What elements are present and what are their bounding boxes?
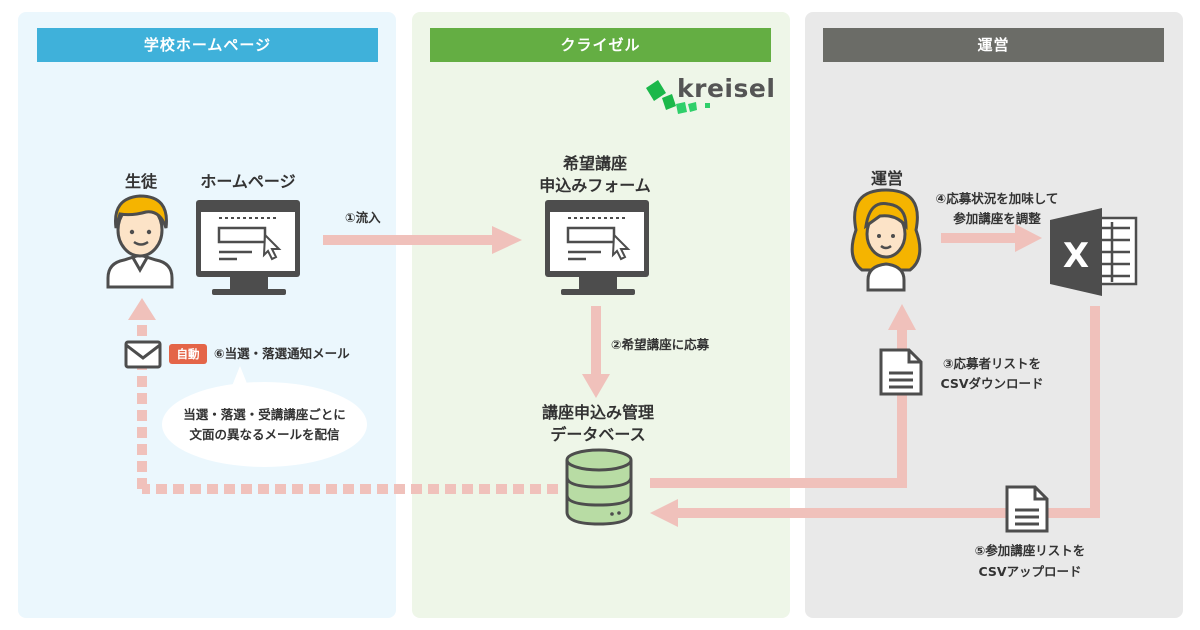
form-label-line2: 申込みフォーム xyxy=(539,176,651,195)
step-1-label: ①流入 xyxy=(345,210,381,225)
step-3-label-line1: ③応募者リストを xyxy=(942,356,1042,371)
form-label-line1: 希望講座 xyxy=(562,154,627,173)
step-4-label-line2: 参加講座を調整 xyxy=(953,211,1041,226)
kreisel-logo-mark xyxy=(646,80,710,114)
excel-icon xyxy=(1050,208,1138,296)
database-icon xyxy=(565,448,633,526)
auto-badge: 自動 xyxy=(169,344,207,364)
school-header: 学校ホームページ xyxy=(37,28,378,62)
step-6-label: ⑥当選・落選通知メール xyxy=(214,346,350,361)
document-icon xyxy=(879,348,923,396)
kreisel-header: クライゼル xyxy=(430,28,771,62)
school-column xyxy=(18,12,396,618)
flow-arrow xyxy=(323,226,522,254)
homepage-label: ホームページ xyxy=(200,172,296,191)
document-upload-icon xyxy=(1005,485,1049,533)
mail-icon xyxy=(124,340,162,369)
step-4-label-line1: ④応募状況を加味して xyxy=(935,191,1059,206)
operator-avatar-icon xyxy=(850,188,922,292)
database-label-line2: データベース xyxy=(550,425,646,444)
upload-arrow xyxy=(650,306,1100,527)
step-2-label: ②希望講座に応募 xyxy=(611,337,710,352)
apply-arrow xyxy=(582,306,610,398)
step-5-label-line2: CSVアップロード xyxy=(978,564,1082,579)
step-5-label-line1: ⑤参加講座リストを xyxy=(974,543,1086,558)
form-monitor-icon xyxy=(545,200,649,295)
monitor-icon xyxy=(196,200,300,295)
excel-letter: X xyxy=(1063,236,1089,276)
database-label-line1: 講座申込み管理 xyxy=(541,403,654,422)
download-arrow xyxy=(650,304,916,488)
student-label: 生徒 xyxy=(124,172,157,191)
bubble-line2: 文面の異なるメールを配信 xyxy=(189,426,340,442)
bubble-line1: 当選・落選・受講講座ごとに xyxy=(183,406,346,422)
student-avatar-icon xyxy=(106,194,174,289)
adjust-arrow xyxy=(941,224,1042,252)
step-3-label-line2: CSVダウンロード xyxy=(940,376,1044,391)
operator-header: 運営 xyxy=(823,28,1164,62)
kreisel-logo-text: kreisel xyxy=(677,74,776,103)
operator-label: 運営 xyxy=(870,169,903,188)
mail-description-bubble: 当選・落選・受講講座ごとに 文面の異なるメールを配信 xyxy=(162,382,367,467)
bubble-tail xyxy=(232,366,248,386)
